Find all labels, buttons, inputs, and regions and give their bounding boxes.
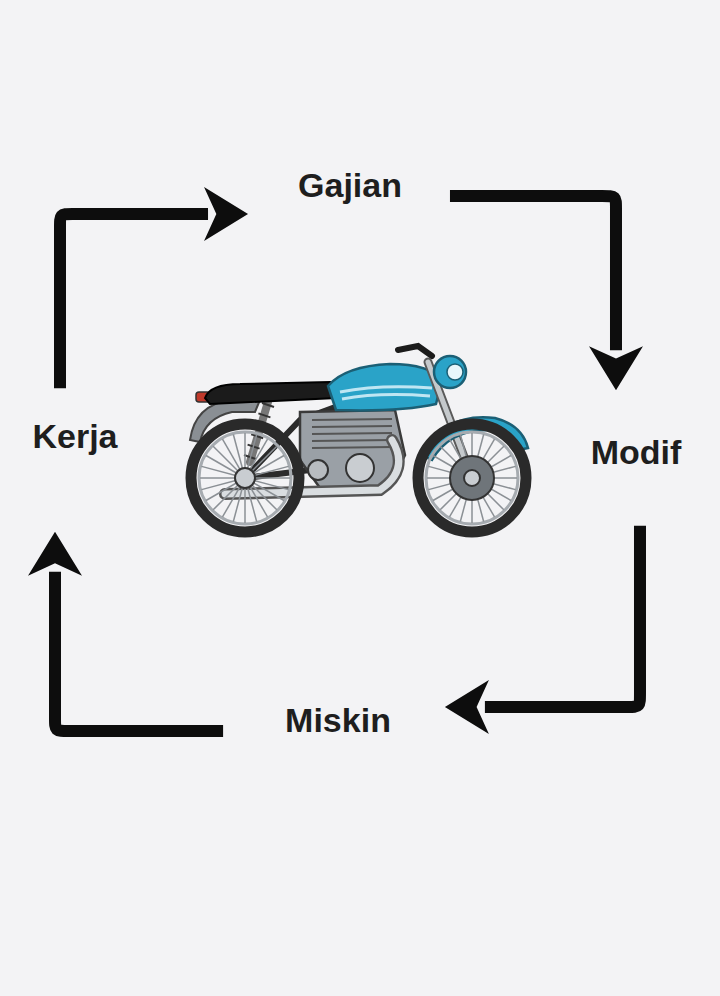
- cycle-arrow: [28, 532, 223, 731]
- cycle-step: Modif: [585, 430, 688, 475]
- arrow-shaft: [55, 572, 223, 731]
- arrow-head: [589, 346, 643, 390]
- cycle-arrow: [450, 196, 643, 390]
- arrow-head: [204, 187, 248, 241]
- arrow-head: [28, 532, 82, 576]
- motorcycle: [190, 346, 528, 532]
- cycle-step: Kerja: [26, 414, 123, 459]
- step-label: Gajian: [298, 167, 402, 204]
- arrow-shaft: [60, 214, 208, 388]
- arrow-shaft: [485, 526, 640, 707]
- arrow-shaft: [450, 196, 616, 350]
- cycle-step: Gajian: [292, 163, 408, 208]
- cycle-arrow: [60, 187, 248, 388]
- step-label: Miskin: [285, 702, 391, 739]
- cycle-step: Miskin: [279, 698, 397, 743]
- cycle-arrow: [445, 526, 640, 734]
- step-label: Kerja: [32, 418, 117, 455]
- step-label: Modif: [591, 434, 682, 471]
- arrow-head: [445, 680, 489, 734]
